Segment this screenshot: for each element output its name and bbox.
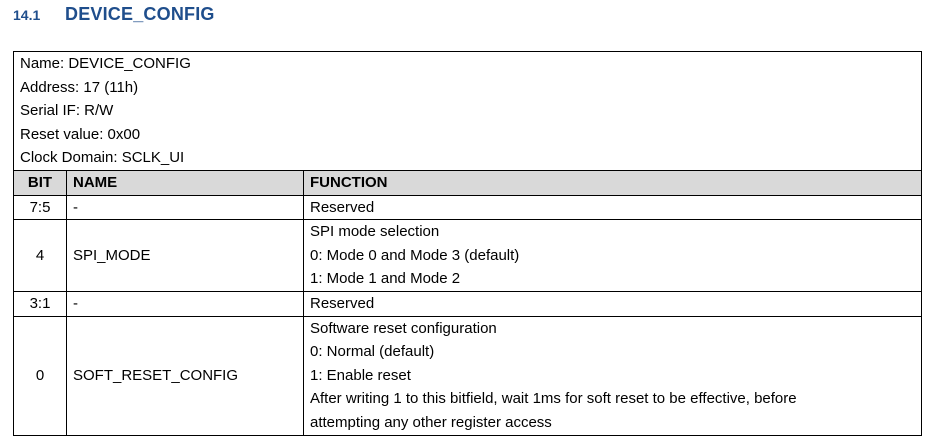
function-line: SPI mode selection xyxy=(310,223,440,241)
function-cell: Reserved xyxy=(302,290,923,317)
name-cell: - xyxy=(66,194,304,221)
function-cell: Reserved xyxy=(302,194,923,221)
bit-cell: 7:5 xyxy=(13,194,67,221)
register-info-row: Name: DEVICE_CONFIG Address: 17 (11h) Se… xyxy=(12,51,923,171)
column-header-name: NAME xyxy=(66,169,304,196)
section-heading: 14.1 DEVICE_CONFIG xyxy=(13,4,215,28)
function-line: 1: Enable reset xyxy=(310,366,411,384)
table-header-row: BIT NAME FUNCTION xyxy=(13,169,923,196)
register-address: Address: 17 (11h) xyxy=(20,78,139,96)
function-line: Reserved xyxy=(310,198,375,216)
function-line: attempting any other register access xyxy=(310,413,552,431)
name-cell: - xyxy=(66,290,304,317)
function-line: 0: Normal (default) xyxy=(310,343,435,361)
register-clock-domain: Clock Domain: SCLK_UI xyxy=(20,149,185,167)
section-title: DEVICE_CONFIG xyxy=(65,4,215,24)
function-line: After writing 1 to this bitfield, wait 1… xyxy=(310,390,797,408)
table-row: 4 SPI_MODE SPI mode selection 0: Mode 0 … xyxy=(13,219,923,292)
function-line: 1: Mode 1 and Mode 2 xyxy=(310,270,461,288)
column-header-bit: BIT xyxy=(13,169,67,196)
table-row: 0 SOFT_RESET_CONFIG Software reset confi… xyxy=(13,315,923,436)
table-row: 3:1 - Reserved xyxy=(13,290,923,317)
column-header-function: FUNCTION xyxy=(302,169,923,196)
register-reset-value: Reset value: 0x00 xyxy=(20,125,141,143)
register-info-cell: Name: DEVICE_CONFIG Address: 17 (11h) Se… xyxy=(12,51,923,171)
function-line: Reserved xyxy=(310,294,375,312)
function-line: Software reset configuration xyxy=(310,319,497,337)
bit-cell: 3:1 xyxy=(13,290,67,317)
register-name: Name: DEVICE_CONFIG xyxy=(20,55,191,72)
bit-cell: 0 xyxy=(13,315,67,436)
section-number: 14.1 xyxy=(13,7,41,23)
name-cell: SOFT_RESET_CONFIG xyxy=(66,315,304,436)
function-cell: Software reset configuration 0: Normal (… xyxy=(302,315,923,436)
function-cell: SPI mode selection 0: Mode 0 and Mode 3 … xyxy=(302,219,923,292)
table-row: 7:5 - Reserved xyxy=(13,194,923,221)
register-serial-if: Serial IF: R/W xyxy=(20,102,114,120)
bit-cell: 4 xyxy=(13,219,67,292)
register-table: Name: DEVICE_CONFIG Address: 17 (11h) Se… xyxy=(12,51,923,436)
name-cell: SPI_MODE xyxy=(66,219,304,292)
function-line: 0: Mode 0 and Mode 3 (default) xyxy=(310,246,520,264)
